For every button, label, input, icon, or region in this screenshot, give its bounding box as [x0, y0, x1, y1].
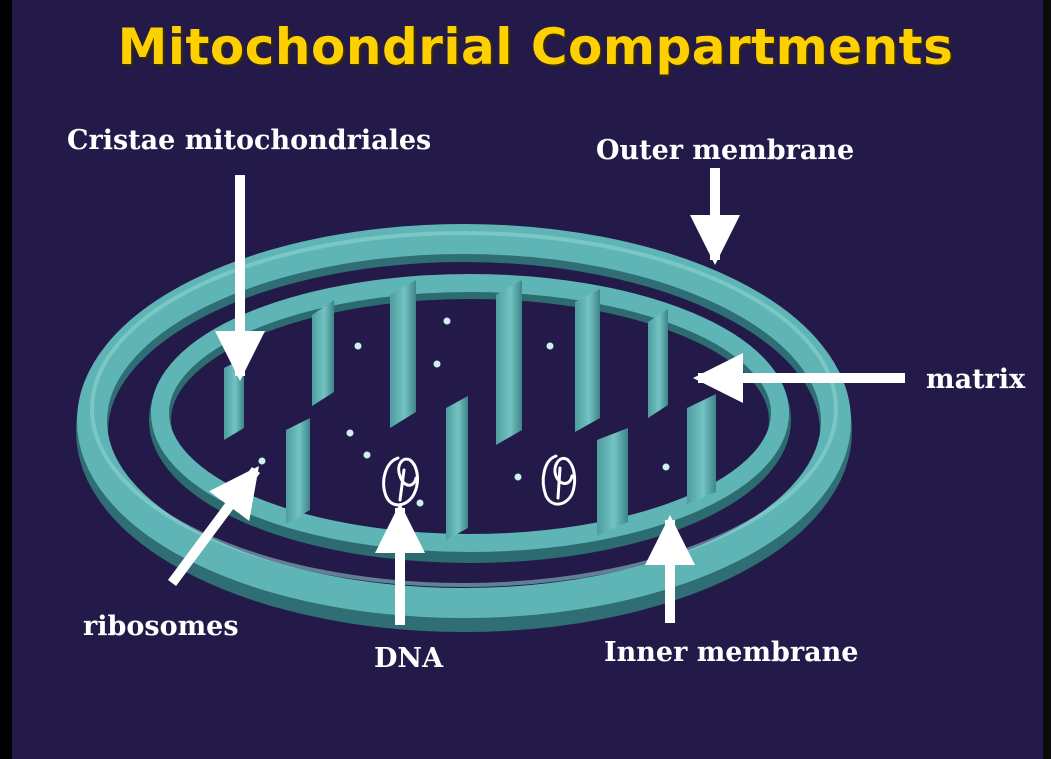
ribosome	[417, 500, 424, 507]
ribosome	[547, 343, 554, 350]
outer-membrane-label: Outer membrane	[596, 135, 854, 166]
ribosome	[347, 430, 354, 437]
ribosome	[364, 452, 371, 459]
crista	[575, 289, 600, 432]
inner-membrane-label: Inner membrane	[604, 637, 858, 668]
crista	[312, 300, 334, 406]
ribosome	[515, 474, 522, 481]
dna-loop	[543, 456, 574, 504]
ribosome	[355, 343, 362, 350]
crista	[687, 394, 716, 504]
ribosome	[259, 458, 266, 465]
crista	[597, 428, 628, 536]
dna-label: DNA	[374, 643, 443, 674]
crista	[390, 280, 416, 428]
cristae-label: Cristae mitochondriales	[67, 125, 431, 156]
crista	[446, 396, 468, 540]
ribosomes-label: ribosomes	[83, 611, 239, 642]
matrix-label: matrix	[926, 364, 1025, 395]
crista	[496, 280, 522, 445]
dna-group	[384, 456, 575, 505]
ribosome	[444, 318, 451, 325]
crista	[648, 309, 668, 418]
ribosome	[663, 464, 670, 471]
ribosome	[434, 361, 441, 368]
dna-loop	[384, 458, 418, 505]
crista	[286, 418, 310, 524]
